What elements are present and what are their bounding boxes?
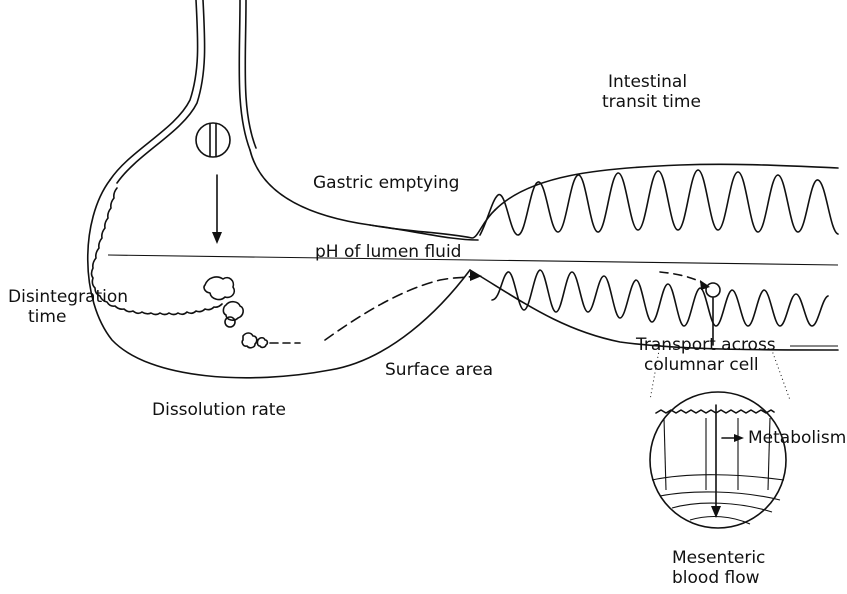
granule-5	[257, 338, 267, 348]
label-surface-area: Surface area	[385, 360, 493, 380]
label-dissolution-rate: Dissolution rate	[152, 400, 286, 420]
absorption-arrow-path	[660, 272, 706, 285]
capillary-1	[660, 492, 780, 500]
esophagus-left-wall	[110, 0, 198, 180]
label-intestinal-transit-line1: Intestinal	[608, 72, 701, 92]
label-transport-line2: columnar cell	[644, 355, 776, 375]
stomach-outer-left	[88, 180, 470, 378]
esophagus-right-wall-inner	[245, 0, 256, 148]
stomach-upper-contour	[250, 150, 478, 240]
label-disintegration-line1: Disintegration	[8, 287, 128, 307]
dissolution-arrow-head	[470, 271, 482, 281]
pylorus-wall	[370, 210, 495, 238]
capillary-3	[690, 517, 750, 524]
brush-border	[656, 410, 774, 413]
ph-line	[108, 255, 838, 265]
label-intestinal-transit-line2: transit time	[602, 92, 701, 112]
capillary-2	[672, 503, 772, 512]
label-metabolism: Metabolism	[748, 428, 846, 448]
basement-membrane	[652, 475, 784, 480]
esophagus-left-wall-inner	[117, 0, 205, 183]
granule-1	[204, 277, 234, 300]
label-ph-lumen: pH of lumen fluid	[315, 242, 461, 262]
lower-villi	[492, 270, 828, 326]
label-gastric-emptying: Gastric emptying	[313, 173, 459, 193]
descend-arrow-head	[212, 232, 222, 244]
dissolution-arrow-path	[325, 276, 475, 340]
label-mesenteric-line1: Mesenteric	[672, 548, 765, 568]
tablet	[196, 123, 230, 157]
label-mesenteric: Mesenteric blood flow	[672, 548, 765, 588]
label-intestinal-transit: Intestinal transit time	[608, 72, 701, 112]
granule-4	[242, 333, 257, 348]
label-disintegration-line2: time	[28, 307, 128, 327]
absorbed-particle	[706, 283, 720, 297]
granule-3	[225, 317, 235, 327]
label-transport: Transport across columnar cell	[636, 335, 776, 375]
label-disintegration: Disintegration time	[8, 287, 128, 327]
metabolism-arrow-head	[734, 434, 744, 442]
cell-wall-1	[664, 418, 666, 490]
label-mesenteric-line2: blood flow	[672, 568, 765, 588]
label-transport-line1: Transport across	[636, 335, 776, 355]
upper-villi	[480, 170, 838, 235]
